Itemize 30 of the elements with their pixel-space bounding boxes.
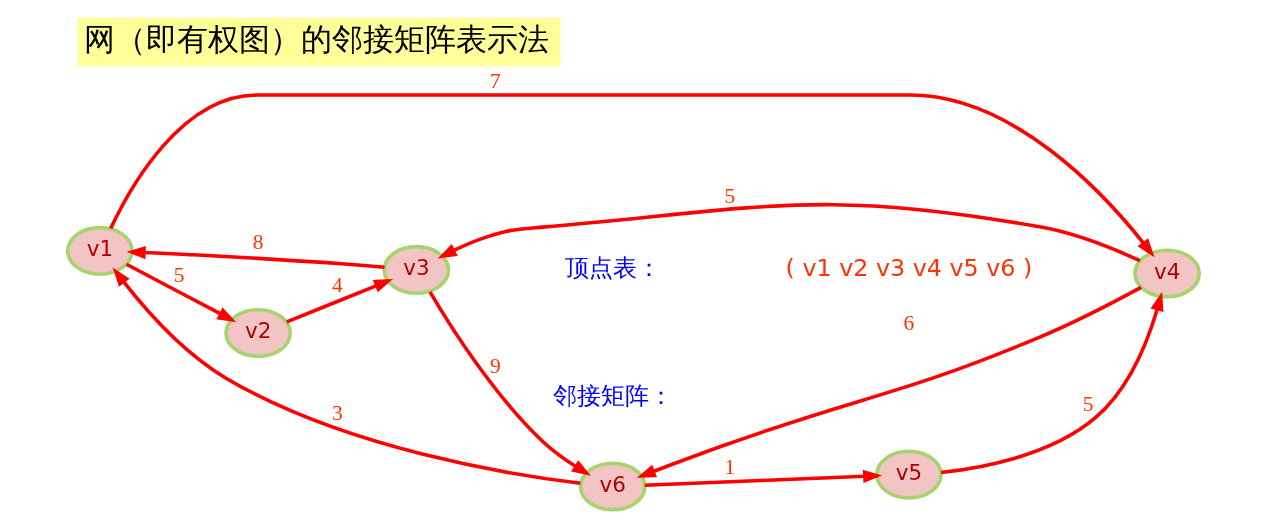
edge-label: 1 (724, 454, 735, 479)
label: 邻接矩阵： (552, 382, 673, 411)
arrow (940, 291, 1163, 475)
node-ellipse: v6 (578, 461, 647, 512)
edge-label: 5 (173, 263, 184, 288)
edge-label: 7 (489, 69, 501, 94)
label: 顶点表： (564, 253, 661, 282)
node-ellipse: v1 (65, 225, 134, 276)
node-ellipse: v5 (874, 449, 943, 500)
edge-label: 8 (252, 230, 263, 255)
edge-label: 9 (489, 353, 501, 378)
diagram-title: 网（即有权图）的邻接矩阵表示法 (83, 21, 549, 58)
arrow (125, 262, 236, 323)
label: ( v1 v2 v3 v4 v5 v6 ) (785, 253, 1032, 282)
edge-label: 5 (1082, 391, 1093, 416)
arrow (108, 93, 1154, 258)
arrow (437, 202, 1141, 263)
arrow (644, 469, 882, 488)
node-ellipse: v4 (1132, 248, 1201, 299)
arrow (285, 278, 393, 324)
edge-label: 5 (724, 183, 735, 208)
arrow (636, 285, 1142, 478)
arrow (112, 267, 581, 486)
node-ellipse: v2 (223, 307, 292, 359)
edge-label: 6 (903, 310, 914, 335)
arrow (427, 291, 591, 476)
arrow (126, 245, 385, 269)
edge-label: 3 (331, 401, 343, 426)
node-ellipse: v3 (381, 244, 450, 296)
edge-label: 4 (331, 272, 343, 297)
